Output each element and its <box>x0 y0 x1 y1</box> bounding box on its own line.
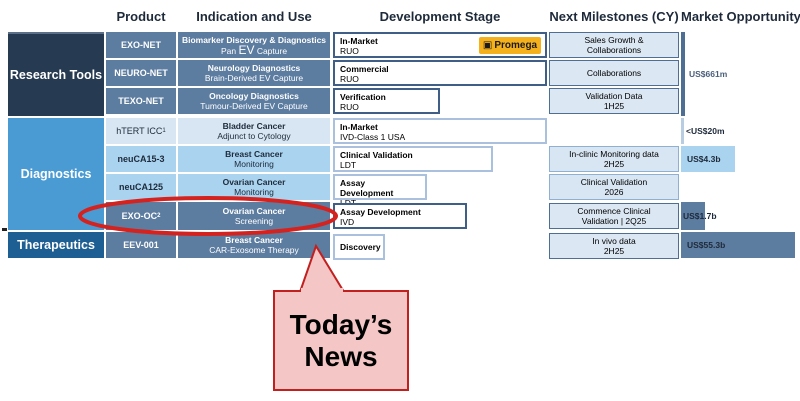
stage-neuca125: Assay DevelopmentLDT <box>333 174 427 208</box>
category-research-tools: Research Tools <box>8 32 104 116</box>
header-milestones: Next Milestones (CY) <box>549 9 679 24</box>
market-bar-research <box>681 32 685 116</box>
callout-pointer <box>298 243 346 293</box>
slide-marker <box>2 228 7 231</box>
product-neuca153: neuCA15-3 <box>106 146 176 172</box>
market-exo-oc: US$1.7b <box>681 202 717 230</box>
promega-icon: ▣ <box>482 39 493 51</box>
market-htert: <US$20m <box>686 126 725 136</box>
stage-eev001: Discovery <box>333 234 385 260</box>
product-texo-net: TEXO-NET <box>106 88 176 114</box>
product-eev001: EEV-001 <box>106 232 176 258</box>
callout-line2: News <box>304 340 378 372</box>
header-stage: Development Stage <box>379 9 501 24</box>
header-indication: Indication and Use <box>196 9 312 24</box>
indication-title: Biomarker Discovery & Diagnostics <box>181 34 327 45</box>
callout-pointer-join <box>301 288 343 292</box>
indication-exo-net: Biomarker Discovery & Diagnostics Pan EV… <box>178 32 330 58</box>
product-neuro-net: NEURO-NET <box>106 60 176 86</box>
product-neuca125: neuCA125 <box>106 174 176 200</box>
milestone-neuro-net: Collaborations <box>549 60 679 86</box>
market-bar-htert <box>681 118 684 144</box>
market-eev001: US$55.3b <box>681 232 795 258</box>
header-market: Market Opportunity <box>681 9 800 24</box>
market-neuca153: US$4.3b <box>681 146 735 172</box>
milestone-exo-net: Sales Growth &Collaborations <box>549 32 679 58</box>
product-exo-net: EXO-NET <box>106 32 176 58</box>
category-therapeutics: Therapeutics <box>8 232 104 258</box>
todays-news-callout: Today’s News <box>273 290 409 391</box>
highlight-ellipse <box>78 196 338 236</box>
indication-sub: Pan EV Capture <box>220 42 288 57</box>
market-research: US$661m <box>689 69 728 79</box>
callout-line1: Today’s <box>289 308 393 340</box>
header-product: Product <box>116 9 166 24</box>
promega-logo: ▣Promega <box>479 37 541 54</box>
